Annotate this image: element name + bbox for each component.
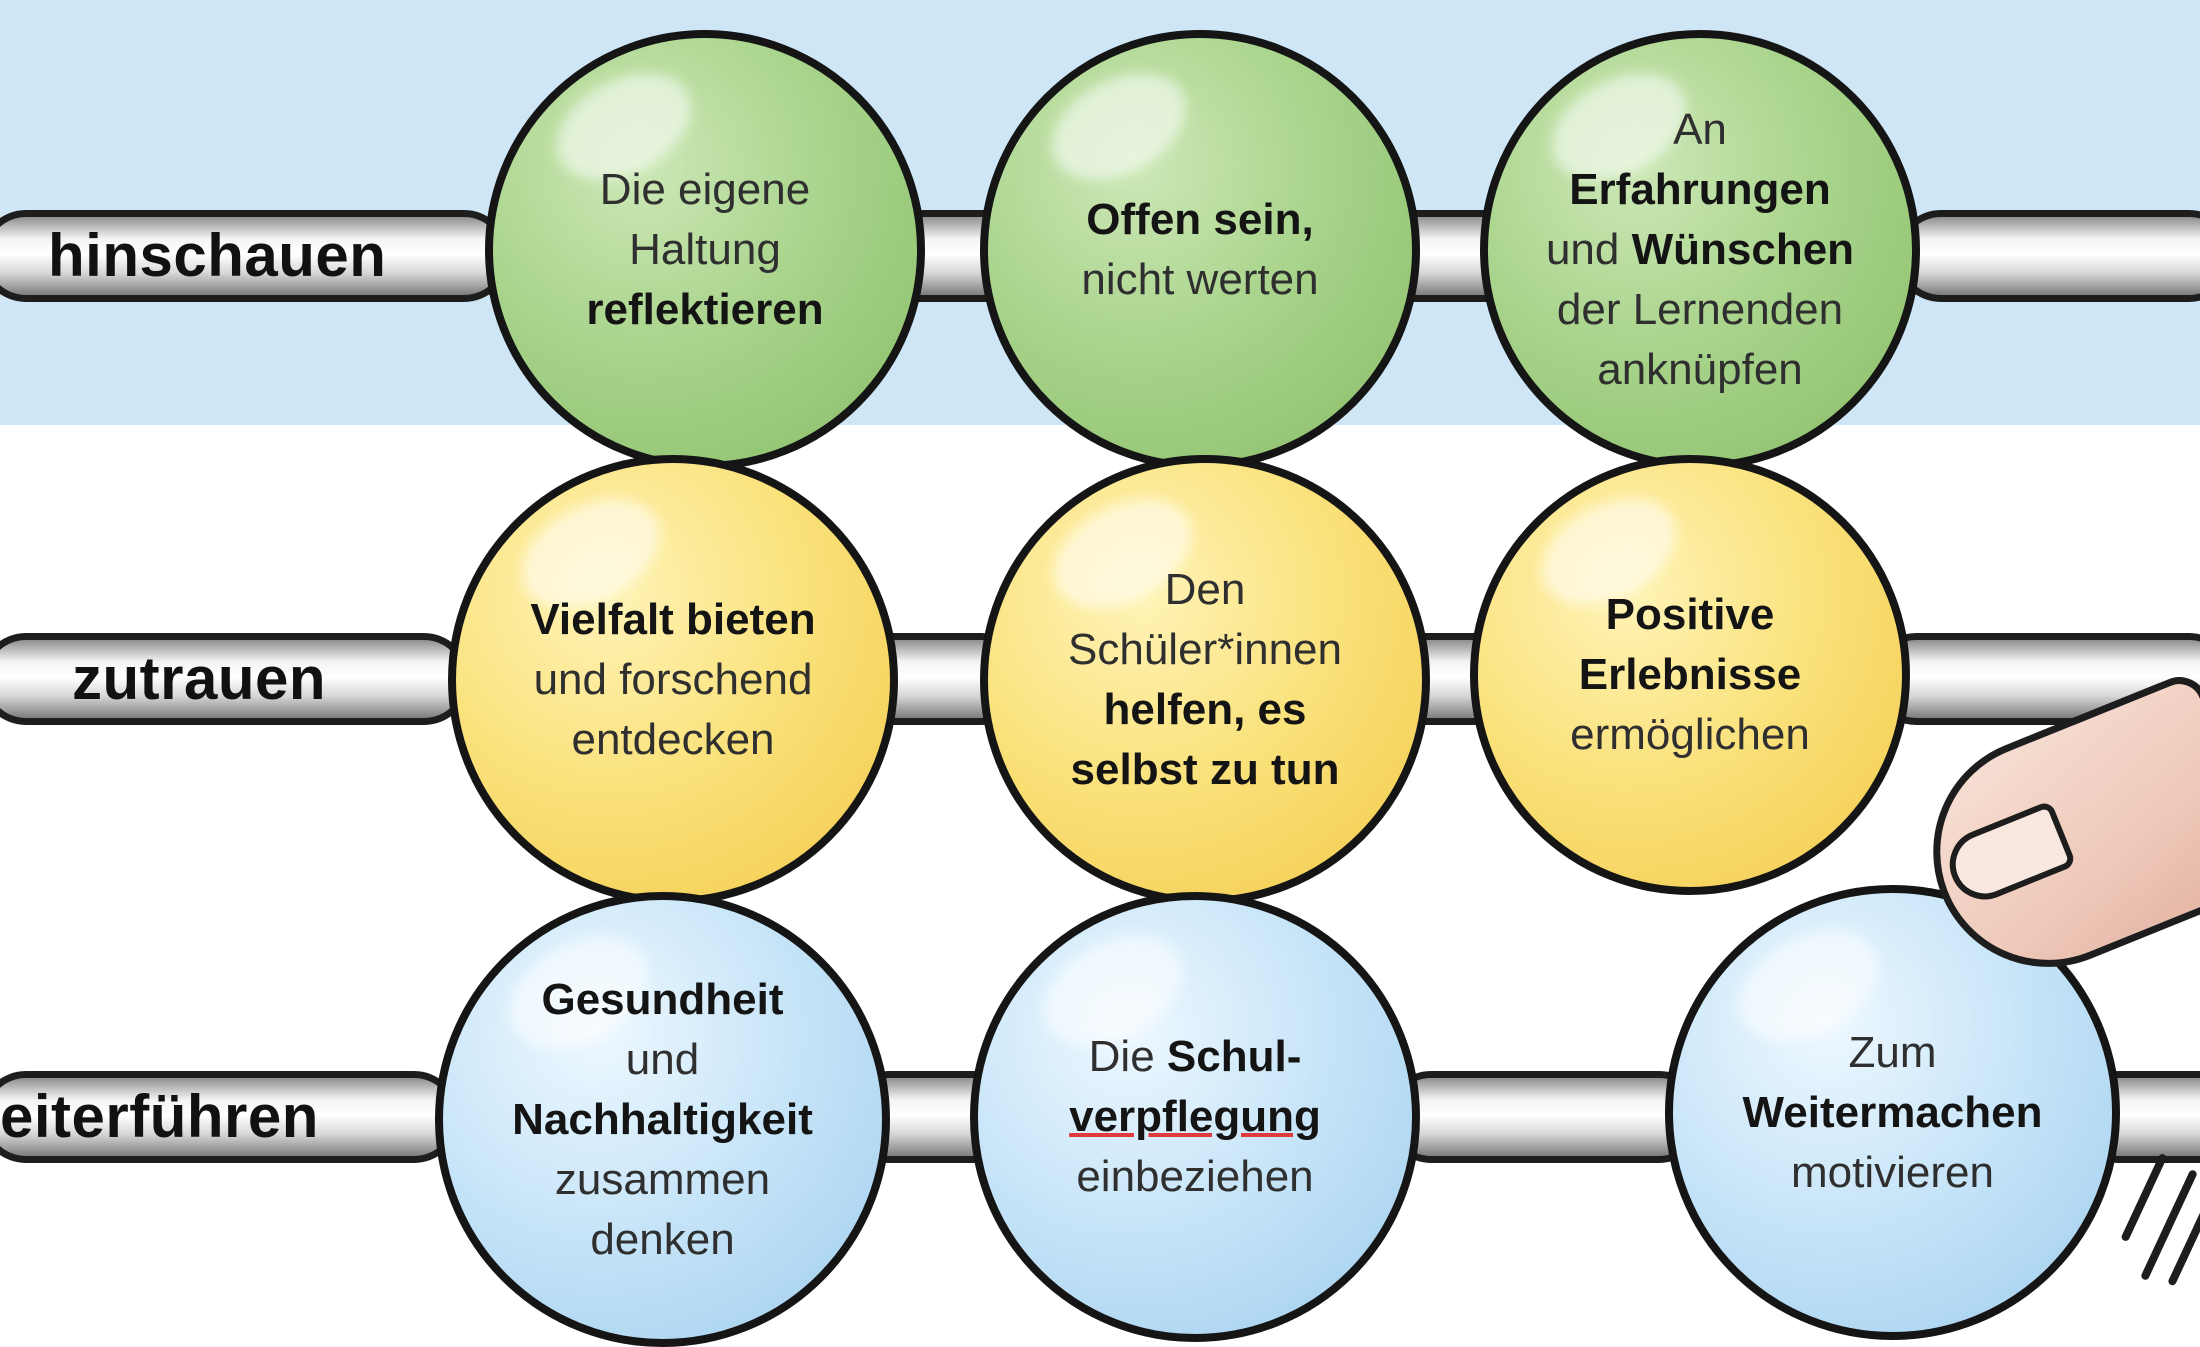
rod-zutrauen-left <box>0 633 470 725</box>
bead-text-bold: Positive <box>1605 590 1775 639</box>
bead-text-bold: Vielfalt bieten <box>530 595 816 644</box>
bead-text-bold: helfen, es <box>1103 685 1307 734</box>
bead-line: zusammen <box>512 1150 813 1210</box>
bead-line: ermöglichen <box>1570 705 1810 765</box>
bead-line: Die Schul- <box>1069 1027 1321 1087</box>
bead-text-bold: Gesundheit <box>541 974 784 1024</box>
bead-text-bold: Schul- <box>1166 1032 1302 1081</box>
bead-text: Offen sein, nicht werten <box>1041 190 1358 310</box>
bead-line: Vielfalt bieten <box>530 590 815 650</box>
bead-text-bold: Weitermachen <box>1742 1087 2043 1137</box>
bead-line: Offen sein, <box>1081 190 1318 250</box>
bead-text-regular: Die <box>1088 1032 1167 1081</box>
bead-line: Weitermachen <box>1743 1083 2043 1143</box>
rod-weiterfuehren-left <box>0 1071 460 1163</box>
bead-text: Die Schul-verpflegung einbeziehen <box>1029 1027 1361 1207</box>
bead-text-bold: Offen sein, <box>1086 195 1314 244</box>
bead-text-regular: ermöglichen <box>1570 710 1810 759</box>
bead-line: reflektieren <box>586 280 823 340</box>
bead-text-regular: nicht werten <box>1081 255 1319 304</box>
bead-line: Die eigene <box>586 160 823 220</box>
bead-line: nicht werten <box>1081 250 1318 310</box>
bead-line: Positive <box>1570 585 1810 645</box>
rod-weiterfuehren-connector-2 <box>1385 1071 1705 1163</box>
bead-line: Erlebnisse <box>1570 645 1810 705</box>
bead-text-regular: Schüler*innen <box>1068 625 1342 674</box>
bead-text-bold: reflektieren <box>586 285 824 334</box>
bead-line: der Lernenden <box>1546 280 1854 340</box>
bead-text-regular: Den <box>1164 565 1246 614</box>
bead-text-bold: verpflegung <box>1069 1092 1321 1141</box>
row-label-zutrauen: zutrauen <box>72 645 327 712</box>
bead-text-bold: Wünschen <box>1631 225 1855 274</box>
bead-hinschauen-2: Offen sein, nicht werten <box>980 30 1420 470</box>
bead-text-regular: und <box>625 1034 700 1084</box>
bead-line: verpflegung <box>1069 1087 1321 1147</box>
bead-line: Zum <box>1743 1023 2043 1083</box>
bead-text-regular: Zum <box>1848 1027 1937 1077</box>
bead-text-bold: Erlebnisse <box>1578 650 1802 699</box>
bead-line: anknüpfen <box>1546 340 1854 400</box>
bead-line: Schüler*innen <box>1068 620 1342 680</box>
bead-line: und Wünschen <box>1546 220 1854 280</box>
bead-line: einbeziehen <box>1069 1147 1321 1207</box>
bead-line: Gesundheit <box>512 970 813 1030</box>
bead-text-regular: einbeziehen <box>1076 1152 1314 1201</box>
bead-text-regular: Haltung <box>629 225 781 274</box>
bead-text-regular: anknüpfen <box>1597 345 1803 394</box>
bead-line: selbst zu tun <box>1068 740 1342 800</box>
bead-line: und <box>512 1030 813 1090</box>
bead-line: Erfahrungen <box>1546 160 1854 220</box>
bead-line: denken <box>512 1210 813 1270</box>
bead-text-regular: motivieren <box>1791 1147 1994 1197</box>
row-label-weiterfuehren: eiterführen <box>0 1083 319 1150</box>
bead-line: Nachhaltigkeit <box>512 1090 813 1150</box>
bead-text-bold: Nachhaltigkeit <box>512 1094 813 1144</box>
bead-line: motivieren <box>1743 1143 2043 1203</box>
bead-weiterfuehren-2: Die Schul-verpflegung einbeziehen <box>970 892 1420 1342</box>
rod-hinschauen-left <box>0 210 510 302</box>
bead-text-regular: denken <box>590 1214 735 1264</box>
bead-text-regular: und <box>1545 225 1632 274</box>
rod-hinschauen-right <box>1895 210 2200 302</box>
bead-text-regular: Die eigene <box>599 165 811 214</box>
bead-line: Den <box>1068 560 1342 620</box>
bead-text-regular: zusammen <box>554 1154 771 1204</box>
bead-text-regular: und forschend <box>533 655 813 704</box>
row-label-hinschauen: hinschauen <box>48 222 387 289</box>
bead-line: und forschend <box>530 650 815 710</box>
bead-text-bold: Erfahrungen <box>1569 165 1831 214</box>
bead-text: Vielfalt bieten und forschend entdecken <box>490 590 855 770</box>
bead-line: helfen, es <box>1068 680 1342 740</box>
bead-line: An <box>1546 100 1854 160</box>
bead-text-regular: entdecken <box>571 715 775 764</box>
bead-line: entdecken <box>530 710 815 770</box>
bead-zutrauen-1: Vielfalt bieten und forschend entdecken <box>448 455 898 905</box>
bead-text-bold: selbst zu tun <box>1070 745 1340 794</box>
motion-line <box>2120 1152 2168 1243</box>
bead-text-regular: der Lernenden <box>1556 285 1844 334</box>
bead-line: Haltung <box>586 220 823 280</box>
bead-text-regular: An <box>1673 105 1727 154</box>
